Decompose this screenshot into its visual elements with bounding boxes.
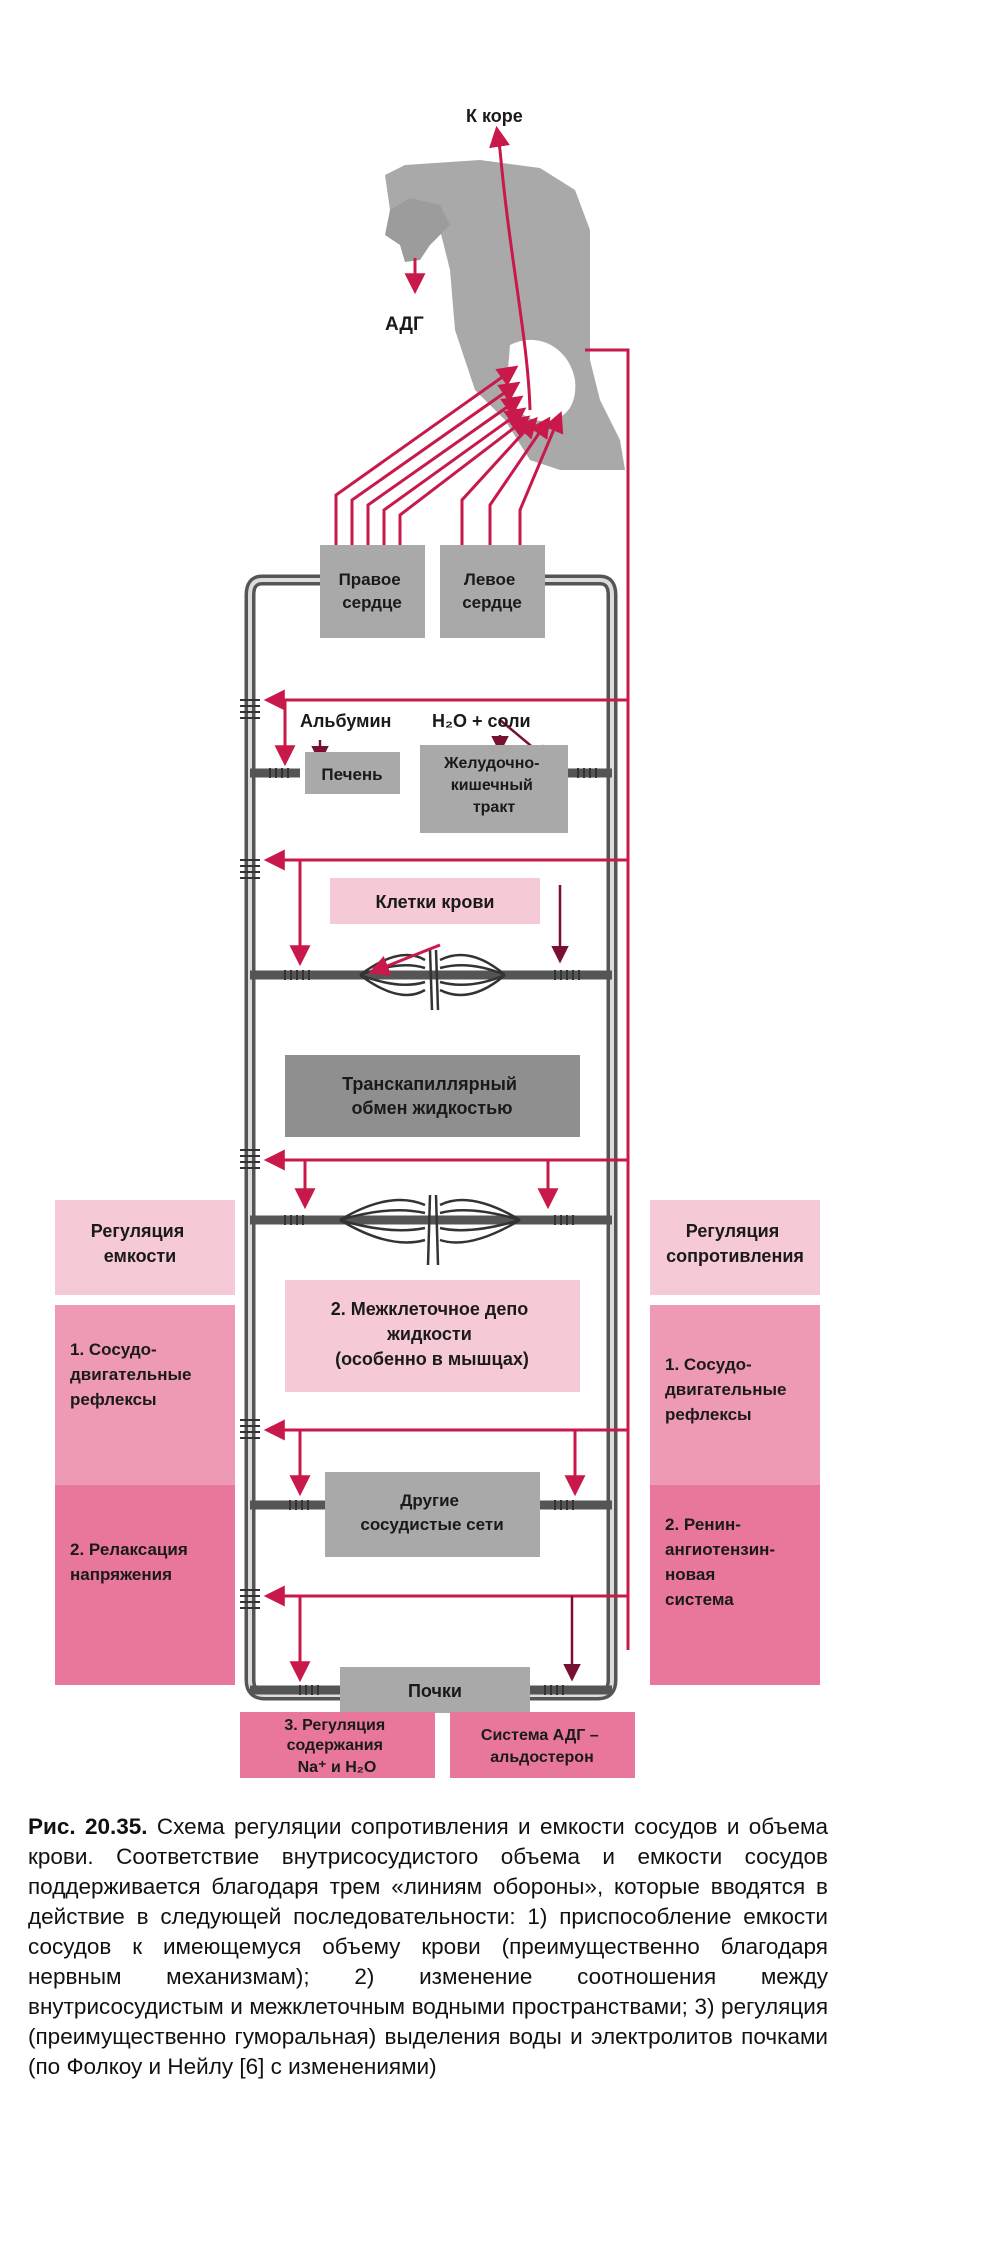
right-panel-item2: 2. Ренин- ангиотензин- новая система xyxy=(665,1515,780,1609)
na-water-regulation-box: 3. Регуляция содержания Na⁺ и H₂O xyxy=(240,1712,435,1778)
afferent-nerve-1 xyxy=(334,365,519,545)
right-panel-title-box xyxy=(650,1200,820,1295)
to-cortex-arrow xyxy=(489,125,532,411)
liver-box: Печень xyxy=(305,752,400,794)
right-panel-title: Регуляция сопротивления xyxy=(666,1221,804,1266)
adh-label: АДГ xyxy=(385,314,424,335)
left-panel-item2: 2. Релаксация напряжения xyxy=(70,1540,192,1584)
left-heart-label: Левое сердце xyxy=(462,570,522,612)
right-panel-item1-box xyxy=(650,1305,820,1485)
afferent-nerve-3 xyxy=(366,395,524,545)
blood-cells-label: Клетки крови xyxy=(376,892,495,912)
interstitial-label: 2. Межклеточное депо жидкости (особенно … xyxy=(331,1299,534,1369)
afferent-nerve-8 xyxy=(518,411,564,545)
other-vessels-box: Другие сосудистые сети xyxy=(325,1472,540,1557)
left-panel-item1-box xyxy=(55,1305,235,1485)
left-heart: Левое сердце xyxy=(440,545,545,638)
brain-shape xyxy=(385,160,625,470)
gi-tract-box: Желудочно- кишечный тракт xyxy=(420,745,568,833)
valve-markers xyxy=(240,699,597,1695)
liver-label: Печень xyxy=(321,765,382,784)
to-cortex-label: К коре xyxy=(466,106,523,126)
left-panel-item1: 1. Сосудо- двигательные рефлексы xyxy=(70,1340,196,1409)
right-panel: Регуляция сопротивления 1. Сосудо- двига… xyxy=(650,1200,820,1685)
blood-cells-box: Клетки крови xyxy=(330,878,540,924)
capillary-network-lower xyxy=(339,1194,521,1266)
kidneys-label: Почки xyxy=(408,1681,462,1701)
distribution-lines xyxy=(263,689,628,1683)
gi-tract-label: Желудочно- кишечный тракт xyxy=(443,755,544,816)
afferent-nerve-2 xyxy=(350,381,521,545)
efferent-feedback-line xyxy=(585,348,630,1650)
transcapillary-box: Транскапиллярный обмен жидкостью xyxy=(285,1055,580,1137)
right-panel-item2-box xyxy=(650,1485,820,1685)
adh-aldosterone-label: Система АДГ – альдостерон xyxy=(481,1727,603,1766)
other-vessels-label: Другие сосудистые сети xyxy=(360,1491,503,1534)
transcapillary-label: Транскапиллярный обмен жидкостью xyxy=(342,1074,522,1118)
right-heart-label: Правое сердце xyxy=(339,570,406,612)
figure-label: Рис. 20.35. xyxy=(28,1814,148,1839)
left-panel-item2-box xyxy=(55,1485,235,1685)
figure-caption: Рис. 20.35. Схема регуляции сопротивлени… xyxy=(28,1812,828,2082)
na-water-regulation-label: 3. Регуляция содержания Na⁺ и H₂O xyxy=(284,1717,389,1776)
afferent-nerve-5 xyxy=(398,415,531,545)
left-panel: Регуляция емкости 1. Сосудо- двигательны… xyxy=(55,1200,235,1685)
capillary-network-upper xyxy=(359,949,506,1011)
blood-cells-flow-arrow xyxy=(368,943,441,976)
regulation-diagram: Регуляция емкости 1. Сосудо- двигательны… xyxy=(55,106,820,1778)
right-heart: Правое сердце xyxy=(320,545,425,638)
afferent-nerve-6 xyxy=(460,416,538,545)
afferent-nerve-7 xyxy=(488,416,551,545)
albumin-label: Альбумин xyxy=(300,711,391,731)
water-salts-label: H₂O + соли xyxy=(432,711,531,731)
left-panel-title-box xyxy=(55,1200,235,1295)
adh-aldosterone-box: Система АДГ – альдостерон xyxy=(450,1712,635,1778)
afferent-nerves xyxy=(334,365,564,545)
figure-caption-text: Схема регуляции сопротивления и емкости … xyxy=(28,1814,828,2079)
right-panel-item1: 1. Сосудо- двигательные рефлексы xyxy=(665,1355,791,1424)
interstitial-box: 2. Межклеточное депо жидкости (особенно … xyxy=(285,1280,580,1392)
left-panel-title: Регуляция емкости xyxy=(91,1221,189,1266)
afferent-nerve-4 xyxy=(382,407,527,545)
kidneys-box: Почки xyxy=(340,1667,530,1713)
